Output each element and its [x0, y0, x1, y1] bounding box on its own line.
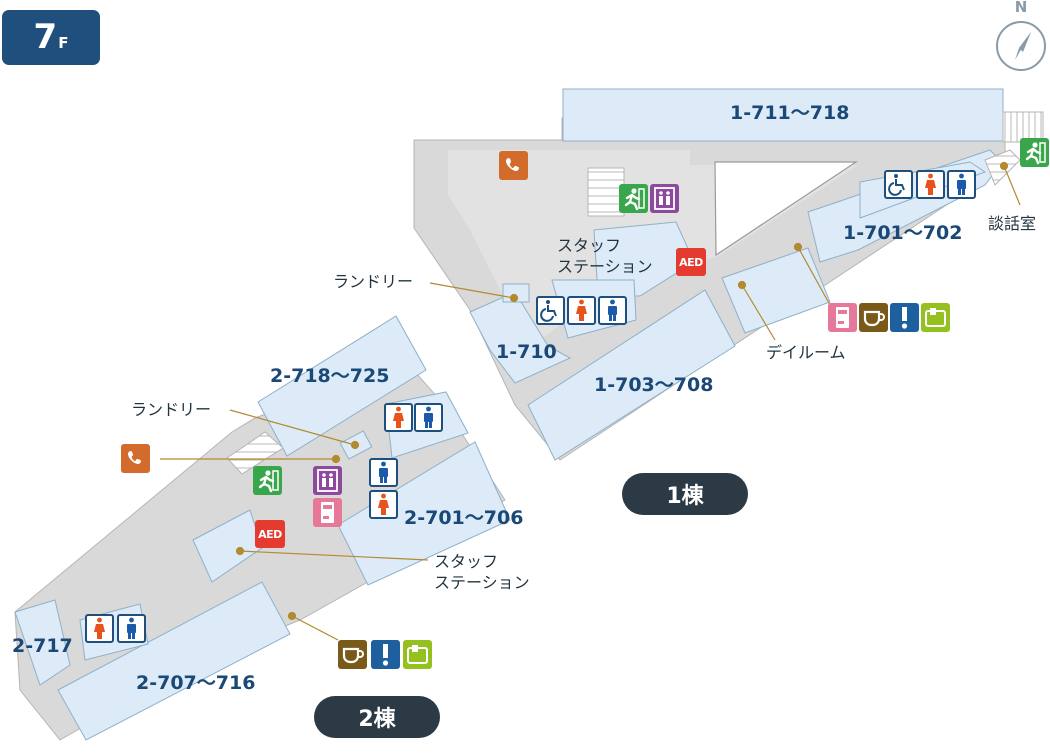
tv-card-icon	[921, 303, 950, 332]
toilet-female-icon	[916, 170, 945, 199]
label-laundry-2: ランドリー	[131, 400, 212, 419]
room-2-707-716	[57, 581, 291, 741]
vending-machine-icon	[313, 498, 342, 527]
compass: N	[993, 0, 1049, 72]
aed-icon-1: AED	[676, 248, 706, 276]
wheelchair-icon	[536, 296, 565, 325]
toilet-female-icon	[384, 403, 413, 432]
wheelchair-icon	[884, 170, 913, 199]
floor-unit: F	[58, 34, 69, 52]
room-label-1-701-702: 1-701～702	[843, 222, 963, 244]
elevator-icon	[313, 466, 342, 495]
phone-icon	[499, 151, 528, 180]
exit-icon	[1020, 138, 1049, 167]
phone-icon	[121, 444, 150, 473]
tv-card-icon	[403, 640, 432, 669]
compass-north-label: N	[1014, 0, 1028, 16]
floor-number: 7	[33, 17, 58, 57]
toilet-female-icon	[85, 614, 114, 643]
label-talk-room: 談話室	[988, 214, 1037, 233]
aed-icon-2: AED	[255, 520, 285, 548]
room-2-718-725	[257, 315, 427, 457]
info-icon	[371, 640, 400, 669]
exit-icon	[253, 466, 282, 495]
stairs-2	[226, 431, 284, 475]
cafe-icon	[859, 303, 888, 332]
floor-badge: 7 F	[2, 10, 100, 65]
day-room	[721, 247, 831, 334]
room-label-2-701-706: 2-701～706	[404, 507, 524, 529]
toilet-male-icon	[117, 614, 146, 643]
room-1-711-718	[562, 88, 1004, 142]
room-2-701-706	[337, 441, 511, 586]
courtyard-void	[714, 161, 858, 257]
info-icon	[890, 303, 919, 332]
room-2-717	[14, 599, 71, 686]
compass-icon	[996, 21, 1046, 71]
toilet-male-icon	[414, 403, 443, 432]
toilet-female-icon	[369, 490, 398, 519]
elevator-icon	[650, 184, 679, 213]
room-label-2-707-716: 2-707～716	[136, 672, 256, 694]
toilet-male-icon	[369, 458, 398, 487]
leader-lines	[160, 161, 1021, 641]
toilet-male-icon	[947, 170, 976, 199]
stairs-top-right	[1002, 111, 1044, 143]
toilet-male-icon	[598, 296, 627, 325]
label-staff-station-1: スタッフ ステーション	[557, 236, 653, 276]
toilet-female-icon	[567, 296, 596, 325]
room-label-1-710: 1-710	[496, 341, 557, 363]
label-staff-station-2: スタッフ ステーション	[434, 552, 530, 592]
building-1-badge: 1棟	[622, 473, 748, 515]
exit-icon	[619, 184, 648, 213]
room-1-703-708	[527, 289, 736, 461]
label-laundry-1: ランドリー	[333, 272, 414, 291]
building-2-badge: 2棟	[314, 696, 440, 738]
vending-machine-icon	[828, 303, 857, 332]
room-label-2-717: 2-717	[12, 635, 73, 657]
room-label-1-711-718: 1-711～718	[730, 102, 850, 124]
building-1-plan	[413, 88, 1044, 461]
cafe-icon	[338, 640, 367, 669]
staff-station-2	[192, 509, 263, 583]
label-day-room: デイルーム	[766, 343, 846, 362]
room-label-1-703-708: 1-703～708	[594, 374, 714, 396]
room-label-2-718-725: 2-718～725	[270, 365, 390, 387]
